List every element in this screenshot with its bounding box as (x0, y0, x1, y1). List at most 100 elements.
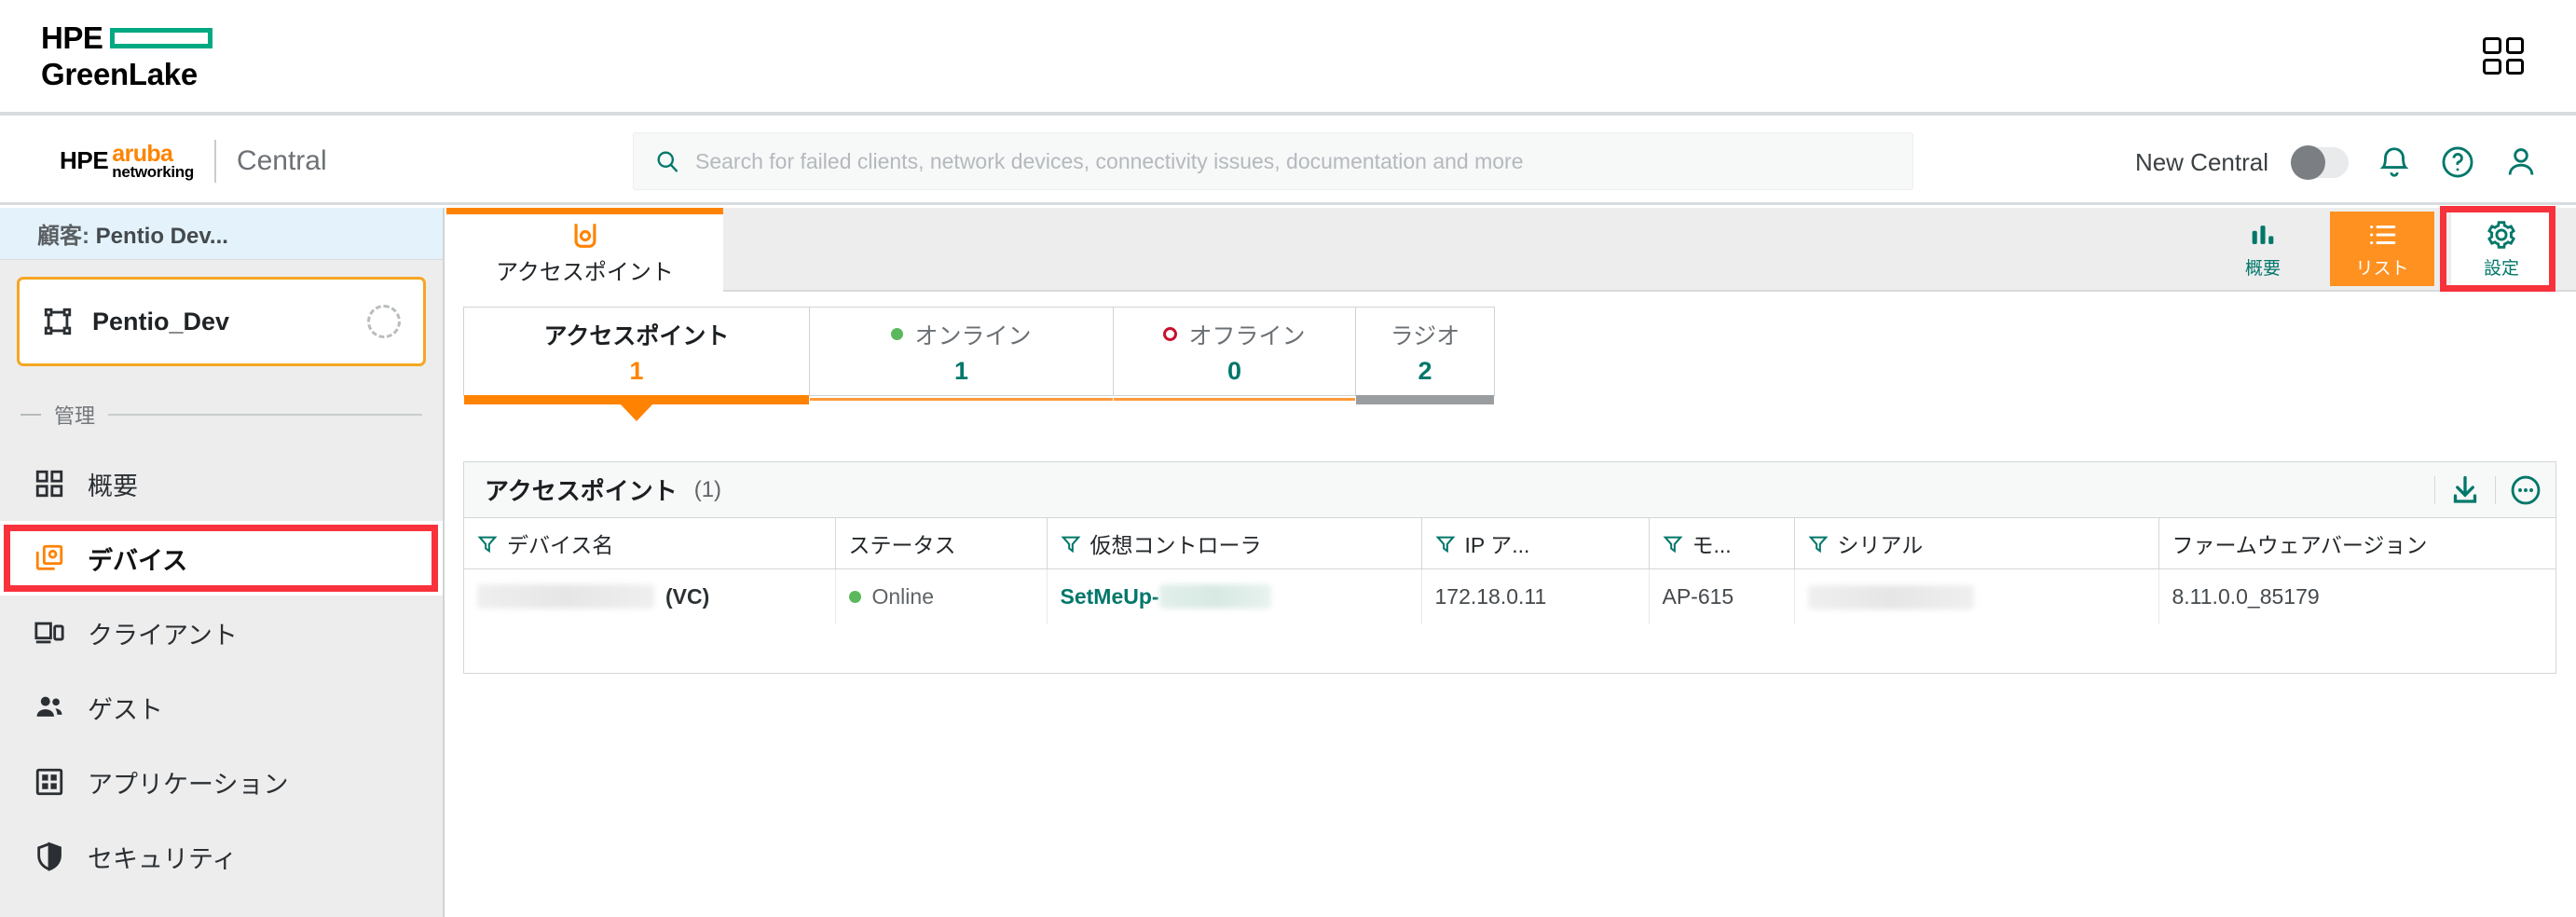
global-search-box[interactable]: Search for failed clients, network devic… (633, 132, 1913, 190)
tab-access-point[interactable]: アクセスポイント (446, 208, 723, 292)
panel-title: アクセスポイント (485, 477, 678, 505)
card-value: 0 (1226, 356, 1242, 385)
tool-label: 設定 (2483, 258, 2519, 279)
active-card-pointer (620, 404, 653, 421)
access-point-icon (569, 220, 601, 252)
bar-chart-icon (2247, 219, 2279, 251)
column-label: 仮想コントローラ (1089, 532, 1262, 557)
greenlake-top-bar: HPE GreenLake (0, 0, 2576, 116)
app-grid-icon[interactable] (2483, 37, 2524, 75)
overview-view-button[interactable]: 概要 (2213, 212, 2313, 286)
column-label: デバイス名 (507, 532, 614, 557)
column-label: シリアル (1837, 532, 1924, 557)
help-circle-icon[interactable] (2440, 144, 2475, 180)
redacted-device-name (477, 584, 654, 609)
redacted-serial (1807, 585, 1974, 610)
column-header-ip-address[interactable]: IP ア... (1421, 518, 1650, 569)
sidebar-item-clients[interactable]: クライアント (0, 595, 443, 670)
hpe-dash-logo (110, 27, 213, 48)
sidebar-item-security[interactable]: セキュリティ (0, 819, 443, 894)
clients-icon (34, 617, 65, 649)
cell-device-name[interactable]: (VC) (464, 568, 836, 624)
sidebar-item-label: デバイス (88, 546, 188, 575)
status-text: Online (871, 583, 934, 609)
summary-card-offline[interactable]: オフライン 0 (1113, 307, 1355, 401)
customer-bar[interactable]: 顧客: Pentio Dev... (0, 208, 443, 260)
column-header-firmware-version[interactable]: ファームウェアバージョン (2158, 518, 2555, 569)
central-title: Central (236, 144, 327, 176)
panel-actions (2434, 462, 2542, 518)
tool-label: リスト (2355, 258, 2409, 279)
virtual-controller-tag: (VC) (665, 583, 710, 609)
loading-spinner-icon (367, 305, 401, 338)
card-title: オンライン (891, 318, 1032, 351)
dashboard-icon (34, 468, 65, 500)
column-label: ファームウェアバージョン (2172, 532, 2428, 557)
card-title: オフライン (1163, 318, 1306, 351)
summary-card-online[interactable]: オンライン 1 (809, 307, 1113, 401)
column-label: IP ア... (1464, 532, 1530, 557)
filter-icon[interactable] (1061, 533, 1081, 554)
summary-card-radios[interactable]: ラジオ 2 (1355, 307, 1495, 404)
virtual-controller-link[interactable]: SetMeUp- (1060, 583, 1159, 609)
bell-icon[interactable] (2377, 144, 2412, 180)
tool-label: 概要 (2244, 258, 2281, 279)
column-header-device-name[interactable]: デバイス名 (464, 518, 836, 569)
sidebar-item-devices[interactable]: デバイス (0, 521, 443, 595)
new-central-toggle[interactable] (2291, 144, 2349, 180)
access-points-table-panel: アクセスポイント (1) (463, 461, 2556, 674)
security-shield-icon (34, 841, 65, 872)
filter-icon[interactable] (477, 533, 498, 554)
devices-icon (34, 542, 65, 574)
filter-icon[interactable] (1435, 533, 1456, 554)
cell-firmware-version: 8.11.0.0_85179 (2172, 583, 2320, 609)
hpe-greenlake-logo[interactable]: HPE GreenLake (41, 22, 213, 89)
more-options-icon[interactable] (2509, 473, 2542, 507)
user-icon[interactable] (2503, 144, 2539, 180)
table-header-row: デバイス名 ステータス 仮想コントローラ IP ア... モ... (464, 518, 2555, 569)
sidebar-item-overview[interactable]: 概要 (0, 446, 443, 521)
sidebar-item-label: 概要 (88, 472, 138, 500)
header-right-controls: New Central (2135, 119, 2539, 205)
list-view-button[interactable]: リスト (2330, 212, 2434, 286)
access-points-table: デバイス名 ステータス 仮想コントローラ IP ア... モ... (464, 518, 2555, 624)
filter-icon[interactable] (1808, 533, 1829, 554)
card-title: アクセスポイント (543, 322, 730, 349)
applications-icon (34, 766, 65, 798)
download-icon[interactable] (2448, 473, 2482, 507)
aruba-wordmark: aruba (112, 140, 173, 167)
hpe-wordmark-small: HPE (60, 146, 109, 174)
panel-header: アクセスポイント (1) (464, 462, 2555, 518)
card-value: 1 (629, 356, 644, 385)
sidebar-item-label: クライアント (88, 621, 238, 650)
column-header-status[interactable]: ステータス (835, 518, 1048, 569)
gear-icon (2486, 219, 2517, 251)
redacted-virtual-controller-suffix (1158, 584, 1271, 609)
column-header-model[interactable]: モ... (1649, 518, 1795, 569)
table-row[interactable]: (VC) Online SetMeUp- (464, 568, 2555, 624)
search-input-placeholder[interactable]: Search for failed clients, network devic… (695, 148, 1524, 173)
cell-status: Online (835, 568, 1048, 624)
card-value: 1 (953, 356, 969, 385)
sidebar-item-label: セキュリティ (88, 844, 238, 873)
cell-serial (1794, 568, 2159, 624)
site-selector[interactable]: Pentio_Dev (17, 277, 426, 366)
column-header-serial[interactable]: シリアル (1794, 518, 2159, 569)
hpe-aruba-networking-logo[interactable]: HPE aruba networking Central (60, 139, 327, 183)
sidebar-item-guests[interactable]: ゲスト (0, 670, 443, 745)
column-label: ステータス (848, 532, 956, 557)
group-select-icon (42, 306, 74, 337)
new-central-label: New Central (2134, 147, 2268, 176)
summary-card-access-points[interactable]: アクセスポイント 1 (463, 307, 809, 421)
tab-label: アクセスポイント (496, 260, 674, 285)
online-status-dot (848, 590, 861, 603)
search-icon (654, 148, 680, 174)
cell-virtual-controller[interactable]: SetMeUp- (1047, 568, 1422, 624)
device-type-tabstrip: アクセスポイント 概要 (446, 206, 2576, 292)
online-status-dot (891, 328, 904, 340)
sidebar-section-header: 管理 (21, 400, 422, 430)
column-header-virtual-controller[interactable]: 仮想コントローラ (1047, 518, 1422, 569)
settings-view-button[interactable]: 設定 (2451, 212, 2552, 286)
sidebar-item-applications[interactable]: アプリケーション (0, 745, 443, 819)
filter-icon[interactable] (1663, 533, 1683, 554)
